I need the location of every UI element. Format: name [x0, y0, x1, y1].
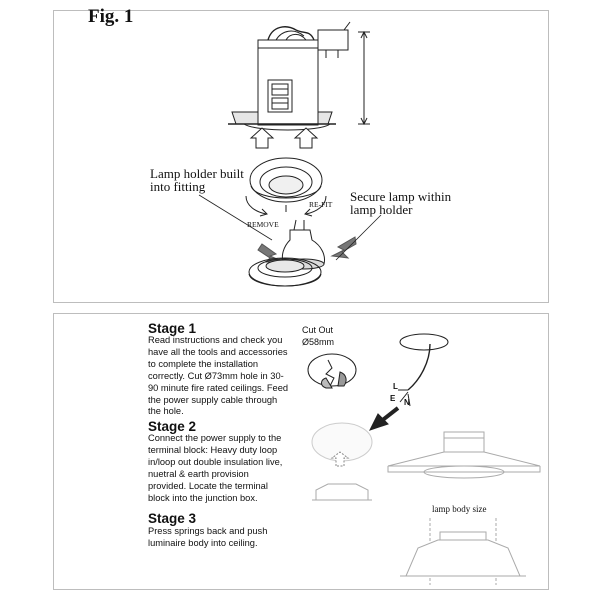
fitting-ring-drawing	[245, 157, 327, 217]
lamp-body-size-label: lamp body size	[432, 504, 487, 514]
leader-line	[198, 194, 273, 241]
cutout-size: Ø58mm	[302, 337, 335, 347]
bezel-base-drawing	[248, 257, 322, 287]
stage-1-title: Stage 1	[148, 321, 197, 336]
figure-title: Fig. 1	[88, 6, 134, 27]
stage-1-text: Read instructions and check you have all…	[148, 335, 289, 417]
refit-label: RE-FIT	[309, 200, 333, 209]
remove-label: REMOVE	[247, 220, 279, 229]
stage-2-text: Connect the power supply to the terminal…	[148, 433, 283, 503]
lamp-body-size-drawing	[400, 518, 526, 585]
stage-3-title: Stage 3	[148, 511, 197, 526]
cable-drawing	[369, 333, 449, 431]
wire-label-neutral: N	[404, 398, 410, 407]
downlight-side-view	[312, 431, 541, 501]
junction-box-drawing	[228, 21, 370, 149]
stage-3-text: Press springs back and push luminaire bo…	[148, 526, 268, 548]
ceiling-hole-drawing	[311, 422, 373, 467]
cutout-drawing	[307, 353, 357, 389]
wire-label-live: L	[393, 382, 398, 391]
stage-2-title: Stage 2	[148, 419, 197, 434]
cutout-label: Cut Out	[302, 325, 334, 335]
secure-lamp-label: Secure lamp within lamp holder	[350, 189, 452, 217]
lamp-holder-label: Lamp holder built into fitting	[150, 166, 244, 194]
leader-line	[335, 214, 382, 261]
wire-label-earth: E	[390, 394, 396, 403]
